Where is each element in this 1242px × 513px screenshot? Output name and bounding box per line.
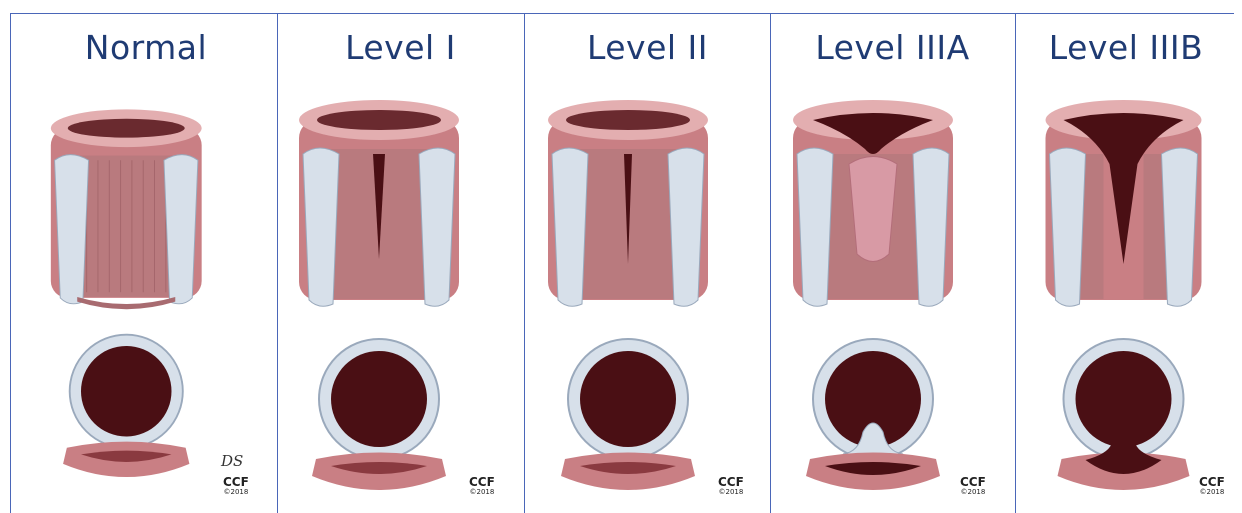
panel-level-iiib: Level IIIB CCF ©2018 [1015,14,1237,513]
credit-label: CCF ©2018 [1199,476,1225,496]
cross-section-illustration [561,339,695,490]
level-iiib-illustration [1015,14,1242,513]
credit-year: ©2018 [960,488,986,496]
tissue-tube-illustration [51,109,202,309]
cross-section-illustration [1058,339,1190,490]
frame-left-border [10,14,11,513]
credit-year: ©2018 [223,488,249,496]
tissue-tube-illustration [299,100,459,306]
level-ii-illustration [524,14,771,513]
tissue-tube-illustration [548,100,708,306]
credit-year: ©2018 [469,488,495,496]
credit-label: CCF ©2018 [718,476,744,496]
panel-normal: Normal [15,14,277,513]
credit-text: CCF [960,476,986,488]
credit-year: ©2018 [718,488,744,496]
cross-section-illustration [312,339,446,490]
credit-text: CCF [1199,476,1225,488]
credit-text: CCF [469,476,495,488]
credit-year: ©2018 [1199,488,1225,496]
credit-label: CCF ©2018 [960,476,986,496]
credit-text: CCF [718,476,744,488]
tissue-tube-illustration [1046,100,1202,306]
panel-level-i: Level I CCF ©2018 [277,14,524,513]
level-i-illustration [277,14,524,513]
normal-illustration [15,14,262,513]
level-iiia-illustration [770,14,1017,513]
signature-mark: DS [221,452,243,470]
credit-text: CCF [223,476,249,488]
tissue-tube-illustration [793,100,953,306]
panel-level-ii: Level II CCF ©2018 [524,14,771,513]
cross-section-illustration [806,339,940,490]
credit-label: CCF ©2018 [469,476,495,496]
panel-level-iiia: Level IIIA CCF ©2018 [770,14,1015,513]
credit-label: CCF ©2018 [223,476,249,496]
cross-section-illustration [63,335,189,477]
